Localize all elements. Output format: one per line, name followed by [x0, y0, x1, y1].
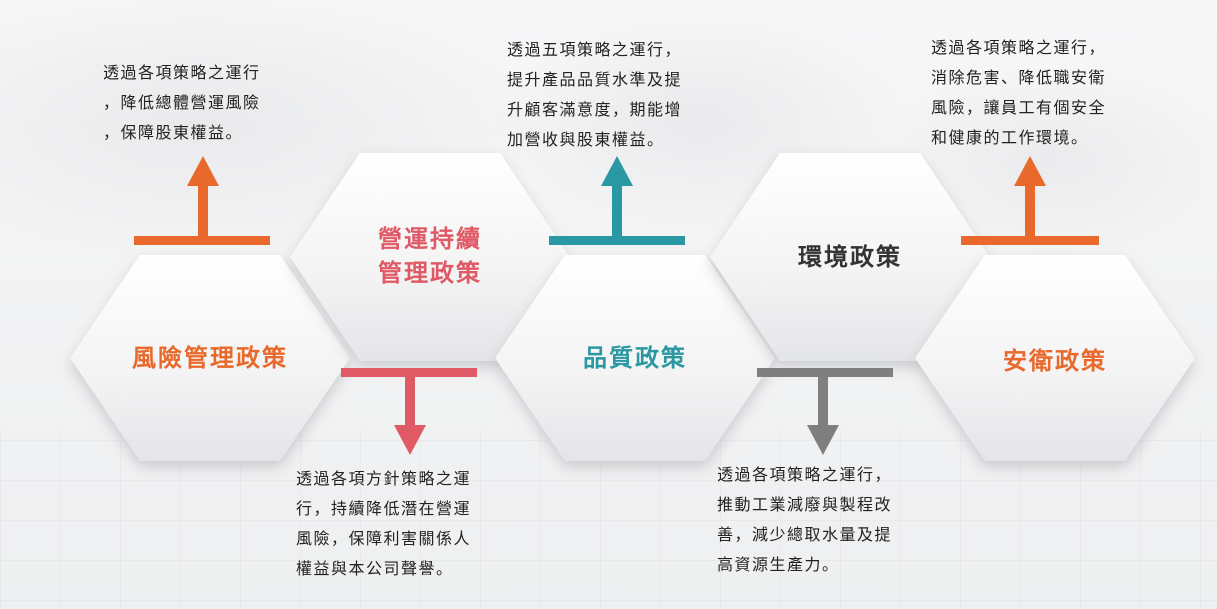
description-safety: 透過各項策略之運行， 消除危害、降低職安衛 風險，讓員工有個安全 和健康的工作環… — [931, 38, 1107, 147]
hexagon-risk — [70, 255, 350, 461]
hexagon-safety — [915, 255, 1195, 461]
hexagon-label-quality: 品質政策 — [583, 344, 687, 372]
hexagon-label-environment: 環境政策 — [798, 243, 902, 271]
hexagon-quality — [495, 255, 775, 461]
hexagon-label-safety: 安衛政策 — [1003, 347, 1107, 375]
arrow-up-risk — [134, 156, 270, 245]
hexagon-label-continuity: 營運持續 管理政策 — [378, 225, 482, 287]
arrow-up-quality — [549, 156, 685, 245]
description-quality: 透過五項策略之運行， 提升產品品質水準及提 升顧客滿意度，期能增 加營收與股東權… — [507, 40, 683, 149]
description-risk: 透過各項策略之運行 ，降低總體營運風險 ，保障股東權益。 — [103, 63, 261, 142]
arrow-down-continuity — [341, 368, 477, 455]
arrow-down-environment — [757, 368, 893, 455]
hexagon-continuity — [290, 153, 570, 361]
hexagon-environment — [710, 153, 990, 361]
description-continuity: 透過各項方針策略之運 行，持續降低潛在營運 風險，保障利害關係人 權益與本公司聲… — [296, 469, 472, 578]
hexagon-label-risk: 風險管理政策 — [132, 344, 288, 372]
description-environment: 透過各項策略之運行， 推動工業減廢與製程改 善，減少總取水量及提 高資源生產力。 — [717, 465, 893, 574]
arrow-up-safety — [961, 156, 1099, 245]
